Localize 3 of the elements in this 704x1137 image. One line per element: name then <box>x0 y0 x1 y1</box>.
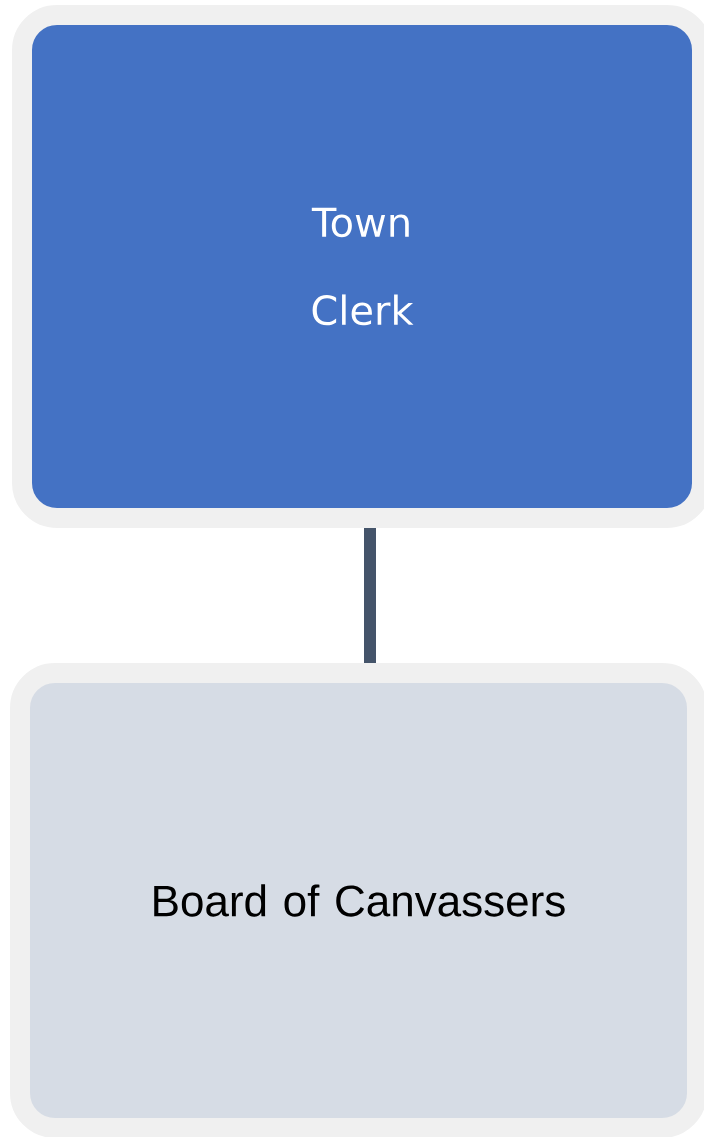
role-box: Town Clerk <box>12 5 704 528</box>
role-box: Board of Canvassers <box>10 663 704 1137</box>
connector-line <box>364 528 376 663</box>
